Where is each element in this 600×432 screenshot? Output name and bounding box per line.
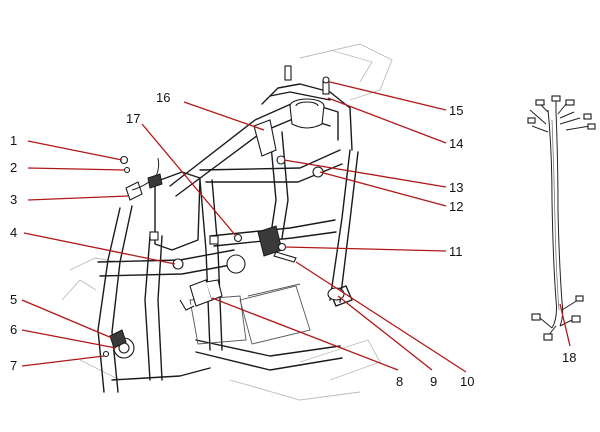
leader-1 — [27, 140, 123, 161]
background-frame-outline — [61, 43, 393, 401]
callout-10: 10 — [460, 374, 474, 389]
leader-5 — [21, 299, 113, 339]
bracket-16 — [253, 119, 277, 157]
bolt-top — [284, 65, 292, 81]
callout-15: 15 — [449, 103, 463, 118]
callout-9: 9 — [430, 374, 437, 389]
leader-12 — [319, 171, 447, 207]
leader-7 — [21, 355, 105, 367]
relay-3 — [125, 181, 143, 201]
leader-10 — [295, 261, 467, 373]
leader-18 — [559, 303, 571, 347]
washer-7 — [102, 350, 110, 358]
leader-14 — [327, 97, 447, 144]
callout-7: 7 — [10, 358, 17, 373]
leader-16 — [183, 101, 265, 131]
callout-11: 11 — [449, 244, 463, 259]
leader-2 — [27, 167, 126, 171]
washer-15 — [322, 76, 330, 84]
leader-9 — [337, 295, 433, 371]
callout-1: 1 — [10, 133, 17, 148]
leader-3 — [27, 195, 129, 201]
leader-11 — [284, 246, 447, 252]
callout-8: 8 — [396, 374, 403, 389]
callout-16: 16 — [156, 90, 170, 105]
main-frame — [97, 83, 359, 393]
callout-labels: 1 2 3 4 5 6 7 8 9 10 11 12 13 14 15 16 1… — [10, 90, 576, 389]
regulator-11 — [257, 225, 283, 257]
callout-13: 13 — [449, 180, 463, 195]
leader-lines — [21, 81, 571, 373]
leader-13 — [283, 159, 447, 188]
leader-15 — [329, 81, 447, 111]
part-17 — [233, 233, 243, 243]
leader-6 — [21, 329, 117, 349]
callout-2: 2 — [10, 160, 17, 175]
callout-6: 6 — [10, 322, 17, 337]
callout-5: 5 — [10, 292, 17, 307]
washer-2 — [123, 166, 131, 174]
callout-18: 18 — [562, 350, 576, 365]
nut-13 — [276, 155, 286, 165]
callout-4: 4 — [10, 225, 17, 240]
horn-bracket-5 — [109, 329, 127, 349]
nut-12 — [312, 166, 324, 178]
callout-17: 17 — [126, 111, 140, 126]
leader-8 — [211, 297, 399, 371]
callout-3: 3 — [10, 192, 17, 207]
wiring-harness-18 — [527, 95, 596, 341]
leader-17 — [141, 123, 237, 237]
callout-14: 14 — [449, 136, 463, 151]
frame-parts — [102, 65, 345, 359]
leader-4 — [23, 232, 176, 265]
bolt-10 — [273, 251, 297, 263]
callout-12: 12 — [449, 199, 463, 214]
